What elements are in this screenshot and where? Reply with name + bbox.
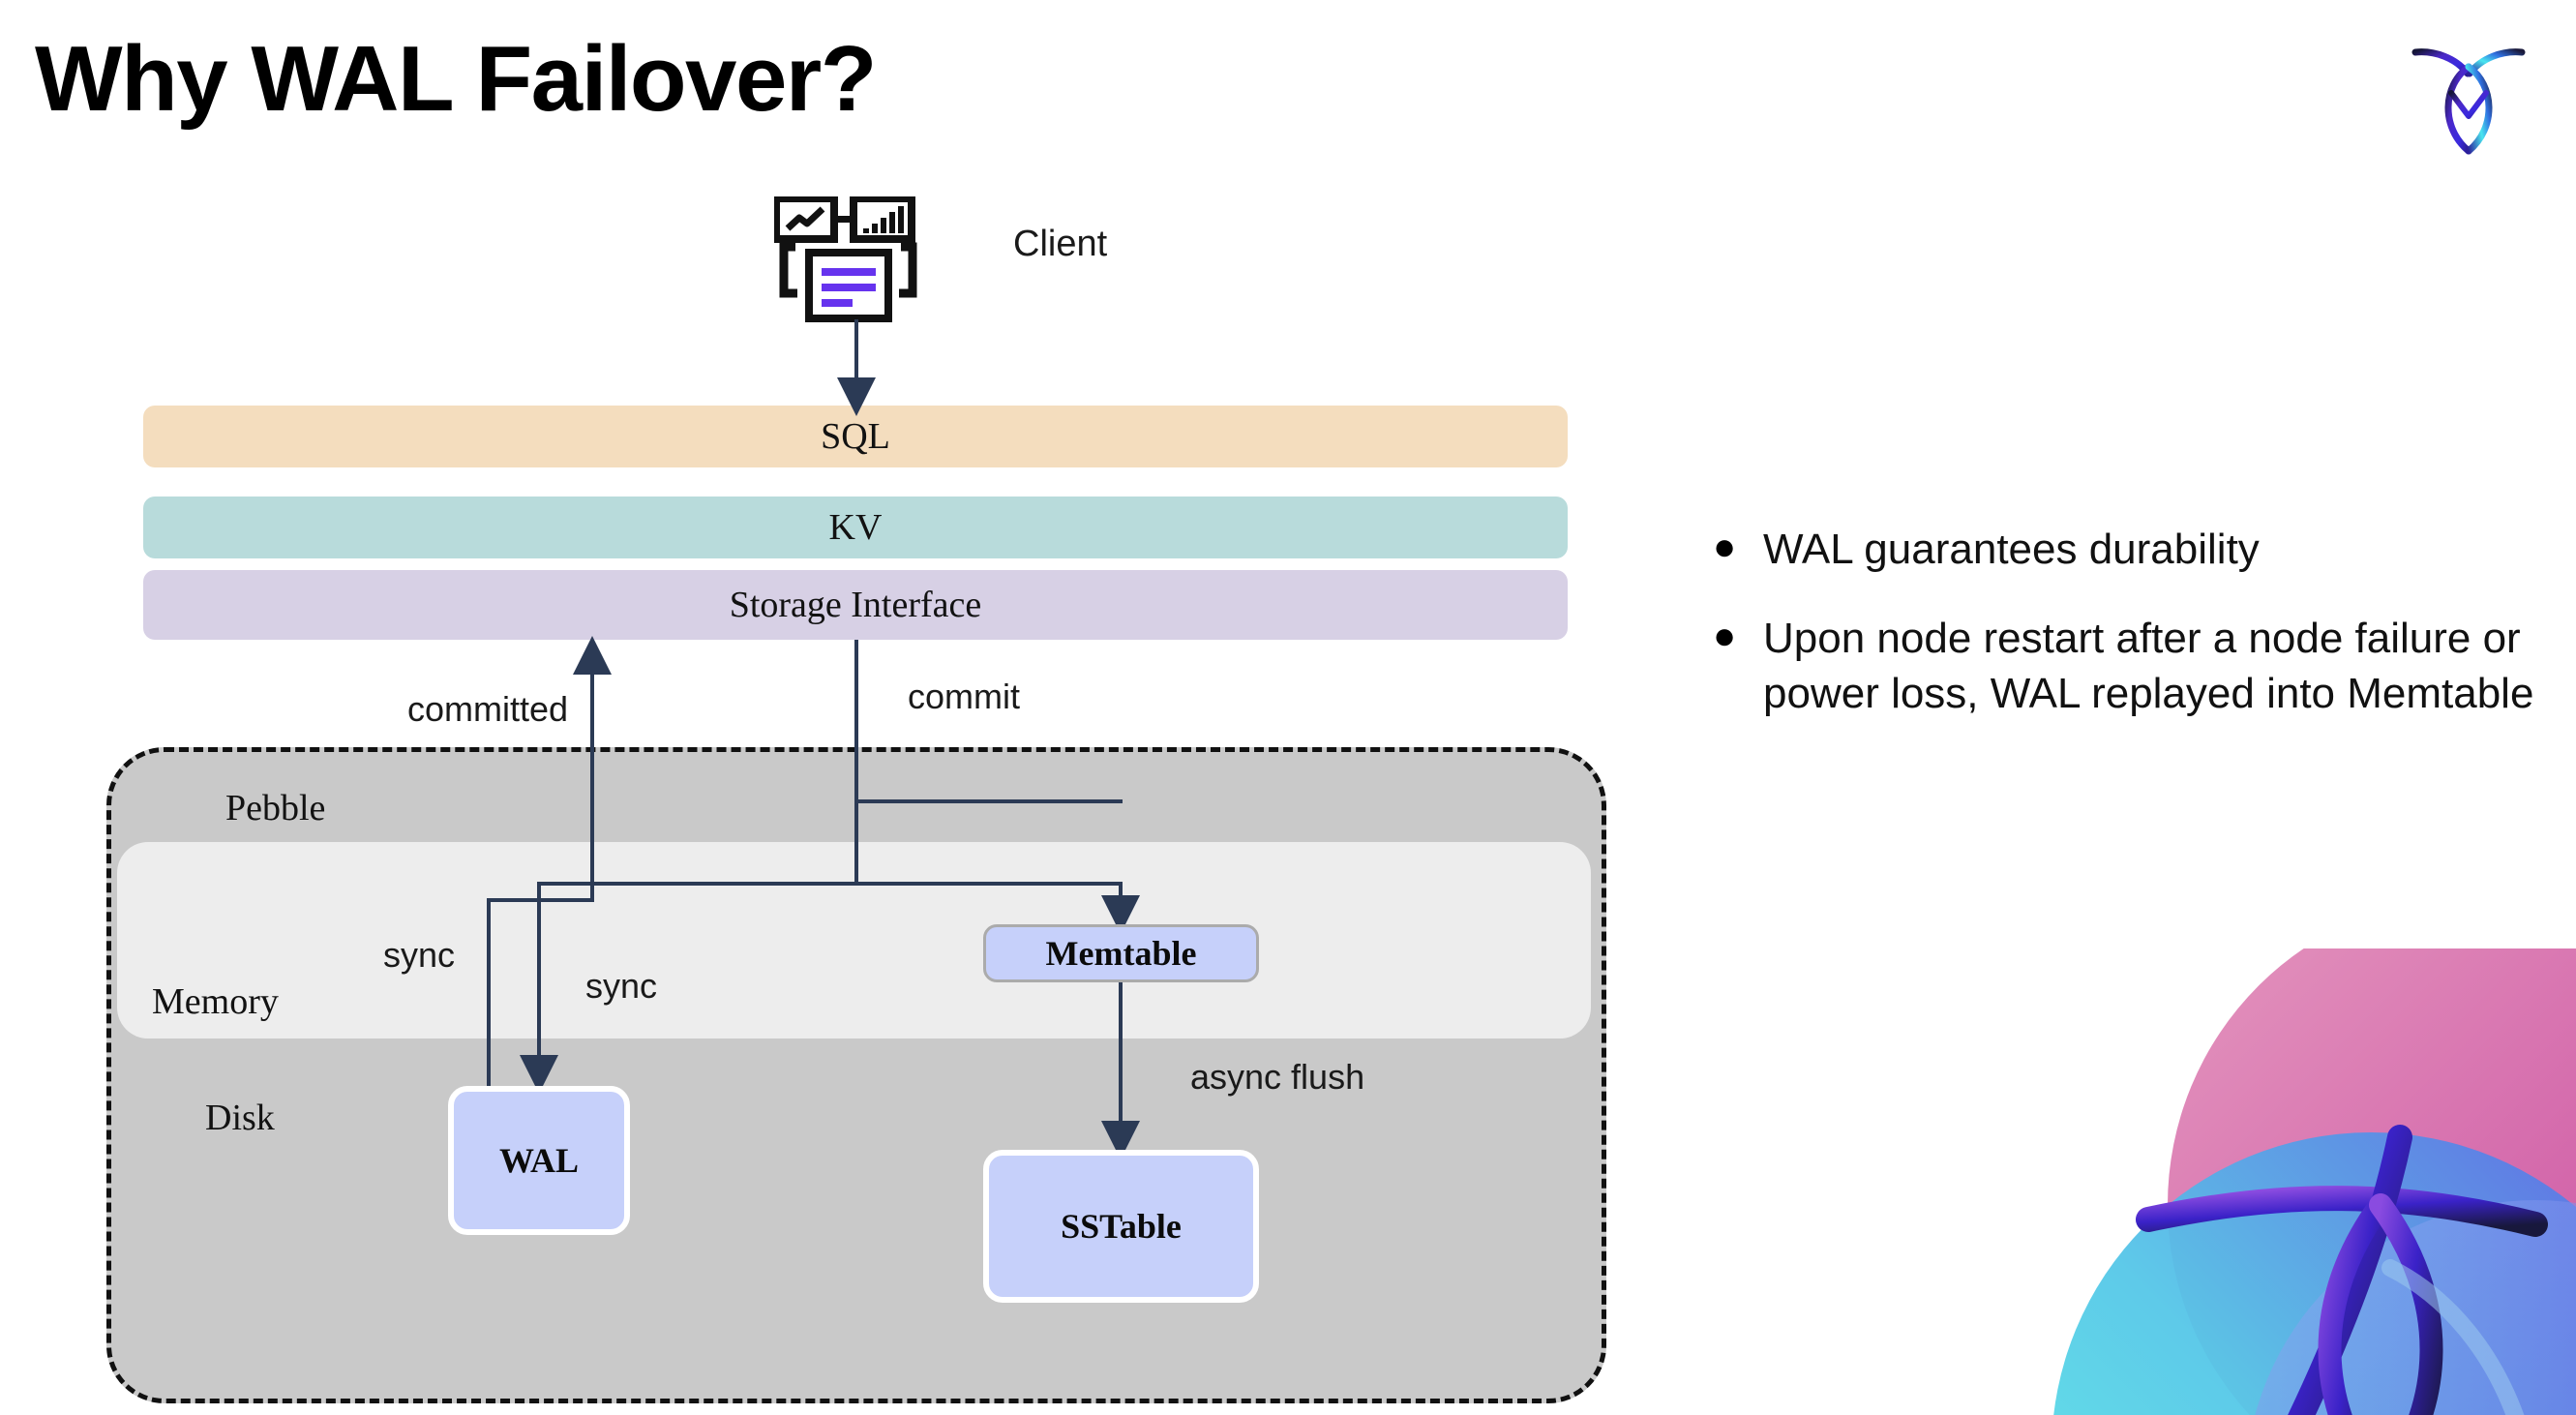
layer-bar-sql: SQL xyxy=(143,406,1568,467)
bullet-icon: ● xyxy=(1713,615,1737,658)
layer-label-kv: KV xyxy=(828,507,883,548)
layer-label-storage-interface: Storage Interface xyxy=(729,585,982,625)
bullet-icon: ● xyxy=(1713,526,1737,568)
list-item: ● WAL guarantees durability xyxy=(1705,523,2537,577)
edge-label-committed: committed xyxy=(407,689,569,729)
notes-list: ● WAL guarantees durability ● Upon node … xyxy=(1705,523,2537,756)
layer-bar-kv: KV xyxy=(143,497,1568,558)
pebble-label: Pebble xyxy=(225,788,326,828)
edge-label-async-flush: async flush xyxy=(1190,1057,1365,1097)
list-item: ● Upon node restart after a node failure… xyxy=(1705,612,2537,721)
node-wal: WAL xyxy=(448,1086,630,1235)
node-label-memtable: Memtable xyxy=(1045,934,1197,973)
decorative-logo-mark xyxy=(1993,948,2576,1415)
node-sstable: SSTable xyxy=(983,1150,1259,1303)
edge-label-sync-1: sync xyxy=(383,935,456,975)
layer-label-sql: SQL xyxy=(821,416,890,457)
node-memtable: Memtable xyxy=(983,924,1259,982)
node-label-sstable: SSTable xyxy=(1061,1207,1182,1246)
cockroachdb-logo xyxy=(2406,35,2531,156)
page-title: Why WAL Failover? xyxy=(35,27,877,131)
client-terminal-icon xyxy=(772,195,924,322)
list-item-text: Upon node restart after a node failure o… xyxy=(1763,615,2534,717)
memory-label: Memory xyxy=(152,981,279,1022)
edge-label-commit: commit xyxy=(908,677,1020,716)
layer-bar-storage-interface: Storage Interface xyxy=(143,570,1568,640)
edge-label-sync-2: sync xyxy=(585,966,658,1006)
memory-region xyxy=(117,842,1591,1039)
disk-label: Disk xyxy=(205,1098,275,1138)
client-label: Client xyxy=(1013,224,1108,264)
list-item-text: WAL guarantees durability xyxy=(1763,526,2260,573)
node-label-wal: WAL xyxy=(498,1141,580,1180)
